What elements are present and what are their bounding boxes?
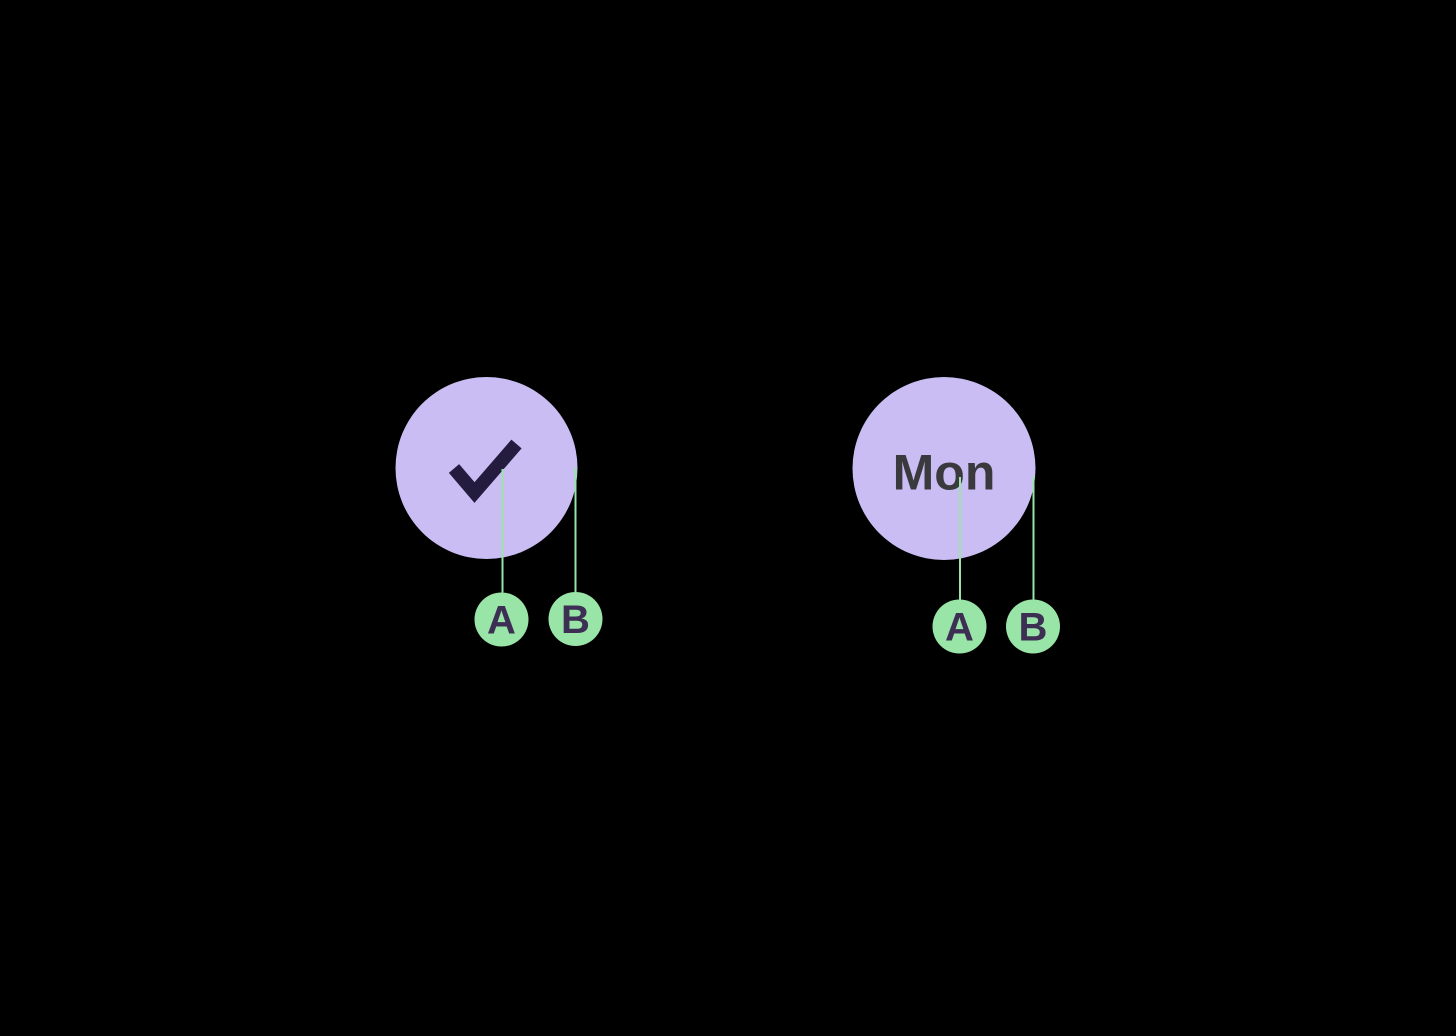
child-node-a-circle (932, 599, 987, 654)
child-node-b-label: B (561, 598, 590, 642)
checkmark-icon (448, 439, 522, 503)
figure-check-node: A B (395, 377, 603, 647)
parent-node-circle (395, 377, 578, 559)
child-node-a-label: A (945, 606, 974, 650)
parent-node-circle (852, 377, 1036, 560)
child-node-a-circle (474, 592, 529, 647)
child-node-b-circle (548, 592, 603, 646)
child-node-a-label: A (487, 599, 516, 643)
child-node-b-circle (1006, 599, 1060, 654)
child-node-b-label: B (1019, 606, 1048, 650)
figure-mon-node: Mon A B (852, 377, 1060, 654)
parent-node-label: Mon (893, 445, 996, 501)
